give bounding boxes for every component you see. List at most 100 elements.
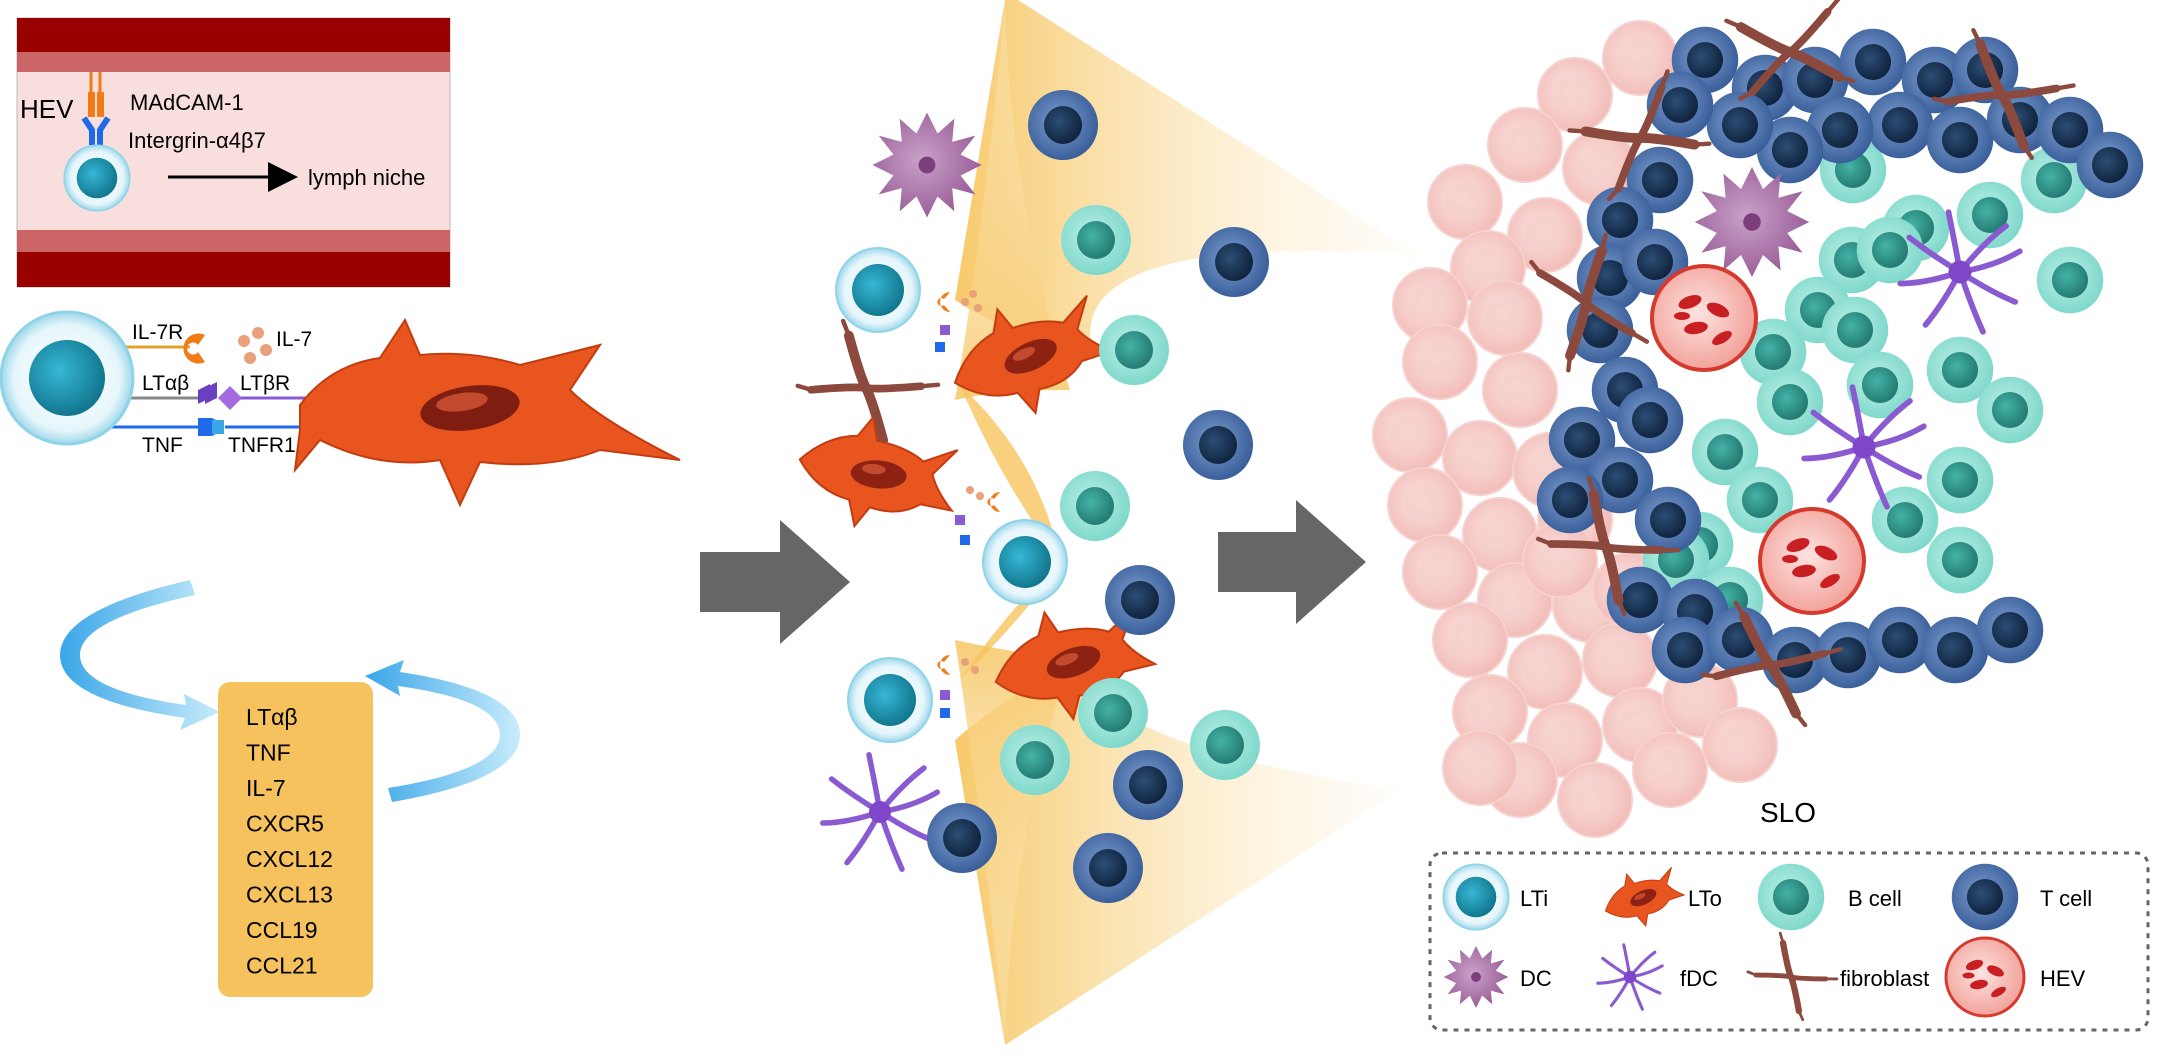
b-cell-icon	[1061, 205, 1131, 275]
slo-b-cells	[1642, 136, 2104, 634]
slo-stromal-cell-icon	[1372, 397, 1448, 473]
slo-stromal-cell-icon	[1387, 467, 1463, 543]
legend-label: LTo	[1688, 886, 1722, 911]
slo-stromal-cell-icon	[1442, 730, 1518, 806]
t-cell-icon	[927, 803, 997, 873]
b-cell-icon	[1190, 710, 1260, 780]
cluster-formation-panel	[785, 0, 1418, 1045]
slo-label: SLO	[1760, 797, 1816, 828]
t-cell-icon	[2076, 131, 2144, 199]
il7-molecules-icon	[238, 327, 272, 364]
hev-panel: HEV MAdCAM-1 Intergrin-α4β7 lymph niche	[16, 17, 451, 288]
feedback-box	[218, 682, 373, 997]
hev-label: HEV	[20, 94, 74, 124]
il7-label: IL-7	[276, 328, 312, 351]
t-cell-icon	[1183, 410, 1253, 480]
b-cell-icon	[1976, 376, 2044, 444]
b-cell-icon	[1756, 368, 1824, 436]
slo-stromal-cell-icon	[1402, 534, 1478, 610]
slo-stromal-cell-icon	[1702, 707, 1778, 783]
hev-cell-icon	[1650, 264, 1758, 372]
il7r-icon	[183, 333, 205, 364]
fdc-cell-icon	[823, 755, 937, 869]
lti-large-cell-icon	[0, 310, 135, 446]
feedback-item: CXCL12	[246, 846, 333, 872]
b-cell-icon	[1757, 863, 1825, 931]
slo-stromal-cell-icon	[1427, 164, 1503, 240]
integrin-label: Intergrin-α4β7	[128, 128, 266, 153]
slo-stromal-cell-icon	[1557, 762, 1633, 838]
b-cell-icon	[1078, 678, 1148, 748]
b-cell-icon	[2036, 246, 2104, 314]
slo-stromal-cell-icon	[1582, 622, 1658, 698]
lt-br-label: LTβR	[240, 372, 290, 395]
legend-label: fibroblast	[1840, 966, 1929, 991]
chemokine-beam-center	[960, 385, 1060, 560]
interaction-panel: IL-7R IL-7 LTαβ LTβR TNF TNFR1	[0, 310, 681, 508]
t-cell-icon	[1073, 833, 1143, 903]
lto-large-cell-icon	[293, 317, 681, 508]
t-cell-icon	[1866, 91, 1934, 159]
legend-label: LTi	[1520, 886, 1548, 911]
lti-cell-icon	[847, 657, 933, 743]
slo-stromal-cell-icon	[1432, 602, 1508, 678]
legend-label: T cell	[2040, 886, 2092, 911]
slo-stromal-cell-icon	[1487, 107, 1563, 183]
feedback-item: CXCL13	[246, 882, 333, 908]
vessel-inner-bottom	[17, 230, 450, 252]
lt-ab-icon	[198, 382, 217, 404]
lt-br-icon	[218, 386, 242, 410]
t-cell-icon	[1976, 596, 2044, 664]
slo-stromal-cell-icon	[1482, 352, 1558, 428]
t-cell-icon	[1113, 750, 1183, 820]
t-cell-icon	[1951, 863, 2019, 931]
b-cell-icon	[1926, 526, 1994, 594]
b-cell-icon	[1099, 315, 1169, 385]
feedback-item: IL-7	[246, 775, 286, 801]
circular-arrow-right-icon	[365, 660, 520, 802]
slo-stromal-cell-icon	[1632, 732, 1708, 808]
t-cell-icon	[1839, 28, 1907, 96]
feedback-item: LTαβ	[246, 704, 298, 730]
feedback-item: CCL19	[246, 917, 318, 943]
t-cell-icon	[1199, 227, 1269, 297]
il7r-label: IL-7R	[132, 321, 183, 344]
t-cell-icon	[1866, 606, 1934, 674]
lymph-niche-label: lymph niche	[308, 165, 425, 190]
dc-cell-icon	[1694, 167, 1810, 277]
hev-cell-icon	[1758, 507, 1866, 615]
slo-stromal-cell-icon	[1467, 280, 1543, 356]
madcam1-label: MAdCAM-1	[130, 90, 244, 115]
lti-cell-icon	[835, 247, 921, 333]
lti-cell-icon	[63, 144, 131, 212]
chemokine-beam-top	[955, 0, 1418, 360]
t-cell-icon	[1634, 486, 1702, 554]
circular-arrow-left-icon	[60, 580, 220, 730]
ligand-receptor-markers	[935, 290, 1000, 718]
legend-label: B cell	[1848, 886, 1902, 911]
lt-ab-label: LTαβ	[142, 372, 189, 395]
vessel-wall-bottom	[17, 252, 450, 287]
vessel-wall-top	[17, 18, 450, 52]
feedback-item: TNF	[246, 740, 291, 766]
chemokine-beam-up	[955, 0, 1070, 400]
hev-icon	[1944, 936, 2026, 1018]
t-cell-icon	[1706, 91, 1774, 159]
t-cell-icon	[1105, 565, 1175, 635]
b-cell-icon	[1926, 446, 1994, 514]
slo-stromal-cell-icon	[1402, 324, 1478, 400]
tnfr1-icon	[212, 420, 224, 434]
legend: LTi LTo B cell T cell DC fDC fibroblast …	[1428, 851, 2150, 1032]
vessel-inner-top	[17, 52, 450, 72]
gray-arrow-1-icon	[700, 520, 850, 644]
legend-label: HEV	[2040, 966, 2086, 991]
slo-stromal-cell-icon	[1522, 522, 1598, 598]
dc-cell-icon	[872, 112, 982, 218]
b-cell-icon	[1000, 725, 1070, 795]
legend-label: fDC	[1680, 966, 1718, 991]
madcam1-receptor-icon	[88, 72, 104, 117]
lti-cell-icon	[1442, 863, 1510, 931]
